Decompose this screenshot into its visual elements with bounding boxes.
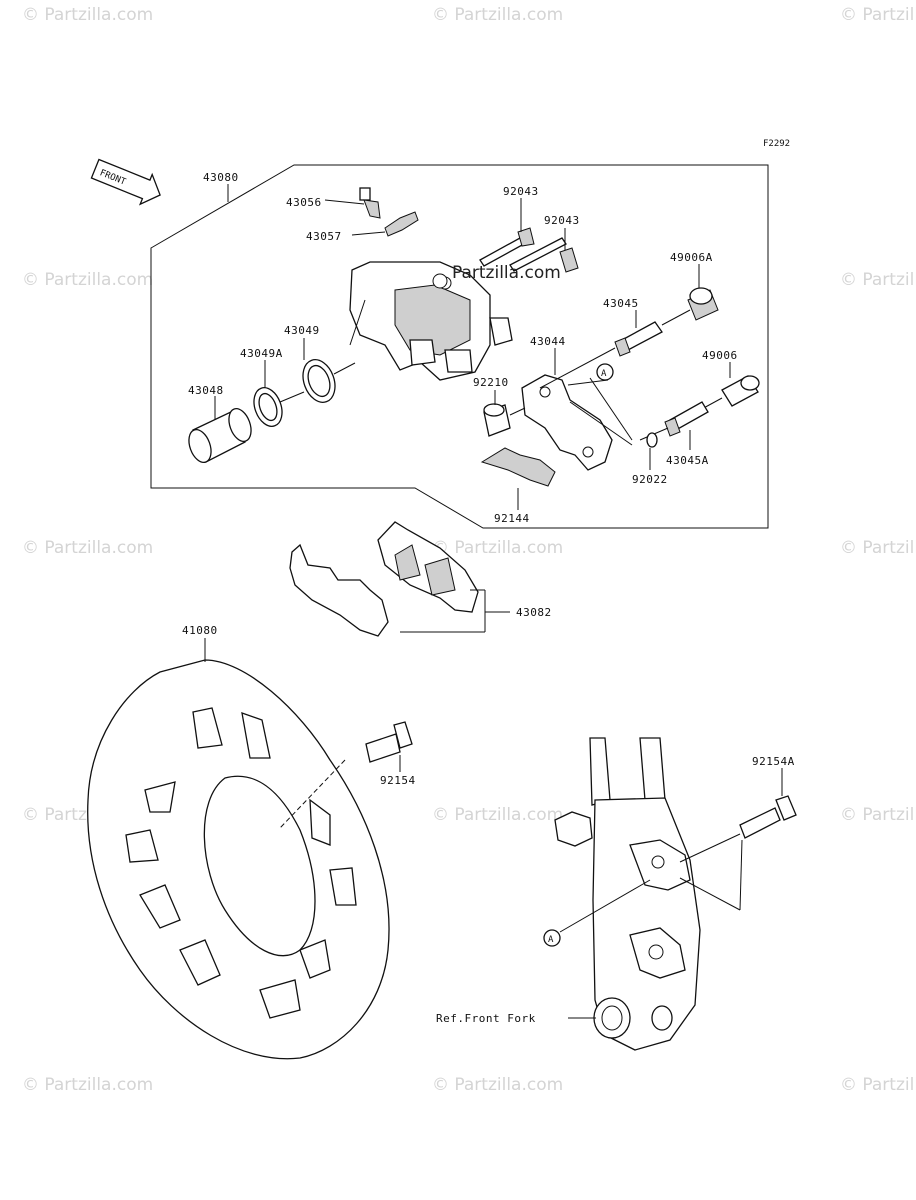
pin-92210 [483, 390, 526, 437]
part-label-43049: 43049 [284, 324, 320, 337]
boot-49006 [699, 362, 760, 411]
part-label-43045a: 43045A [666, 454, 709, 467]
watermark: © Partzilla.com [840, 5, 916, 25]
watermark: © Partzilla.com [432, 1075, 563, 1095]
part-label-43049a: 43049A [240, 347, 283, 360]
bleeder-cap [351, 211, 419, 237]
watermark: © Partzilla.com [22, 1075, 153, 1095]
disc-cutouts [125, 707, 357, 1019]
brake-disc [87, 659, 390, 1060]
part-label-92154a: 92154A [752, 755, 795, 768]
callout-a-top: A [596, 363, 614, 381]
slide-pin-43045a [639, 401, 709, 450]
front-fork [554, 737, 701, 1051]
callout-a-label: A [601, 369, 607, 379]
part-label-43044: 43044 [530, 335, 566, 348]
watermark: © Partzilla.com [22, 5, 153, 25]
watermark: © Partzilla.com [22, 538, 153, 558]
part-label-92154: 92154 [380, 774, 416, 787]
part-label-43057: 43057 [306, 230, 342, 243]
part-label-43056: 43056 [286, 196, 322, 209]
part-label-92043: 92043 [503, 185, 539, 198]
caliper-assembly-outline [150, 164, 769, 529]
part-label-41080: 41080 [182, 624, 218, 637]
watermark: © Partzilla.com [840, 1075, 916, 1095]
caliper-body [349, 261, 513, 381]
figure-code: F2292 [763, 139, 790, 149]
watermark: © Partzilla.com [840, 538, 916, 558]
watermark: © Partzilla.com [432, 5, 563, 25]
bleeder-screw [324, 187, 381, 219]
caliper-bolt [679, 768, 797, 911]
disc-bolt [279, 721, 413, 829]
pad-spring [480, 447, 556, 510]
brake-pads [289, 521, 510, 637]
part-label-43048: 43048 [188, 384, 224, 397]
boot-49006a [687, 264, 719, 321]
watermark: © Partzilla.com [840, 805, 916, 825]
center-watermark: Partzilla.com [432, 263, 561, 289]
watermark: © Partzilla.com [840, 270, 916, 290]
part-label-43080: 43080 [203, 171, 239, 184]
part-label-92022: 92022 [632, 473, 668, 486]
caliper-bracket [521, 348, 633, 471]
callout-a-bottom: A [543, 879, 651, 947]
watermark: © Partzilla.com [432, 805, 563, 825]
part-label-43082: 43082 [516, 606, 552, 619]
slide-pin-bolts [479, 198, 579, 273]
center-watermark-text: Partzilla.com [452, 263, 561, 283]
slide-pin [539, 309, 691, 389]
washer-92022 [646, 432, 658, 470]
callout-a-label: A [548, 935, 554, 945]
ref-front-fork-label: Ref.Front Fork [436, 1012, 536, 1025]
part-label-92043: 92043 [544, 214, 580, 227]
watermark: © Partzilla.com [432, 538, 563, 558]
piston-and-seals [188, 338, 356, 463]
part-label-92144: 92144 [494, 512, 530, 525]
part-label-49006: 49006 [702, 349, 738, 362]
part-label-49006a: 49006A [670, 251, 713, 264]
part-label-92210: 92210 [473, 376, 509, 389]
watermark: © Partzilla.com [22, 270, 153, 290]
part-labels: 43080 43056 43057 43049 43049A 43048 920… [182, 171, 795, 1025]
front-arrow-icon: FRONT [90, 158, 161, 206]
part-label-43045: 43045 [603, 297, 639, 310]
